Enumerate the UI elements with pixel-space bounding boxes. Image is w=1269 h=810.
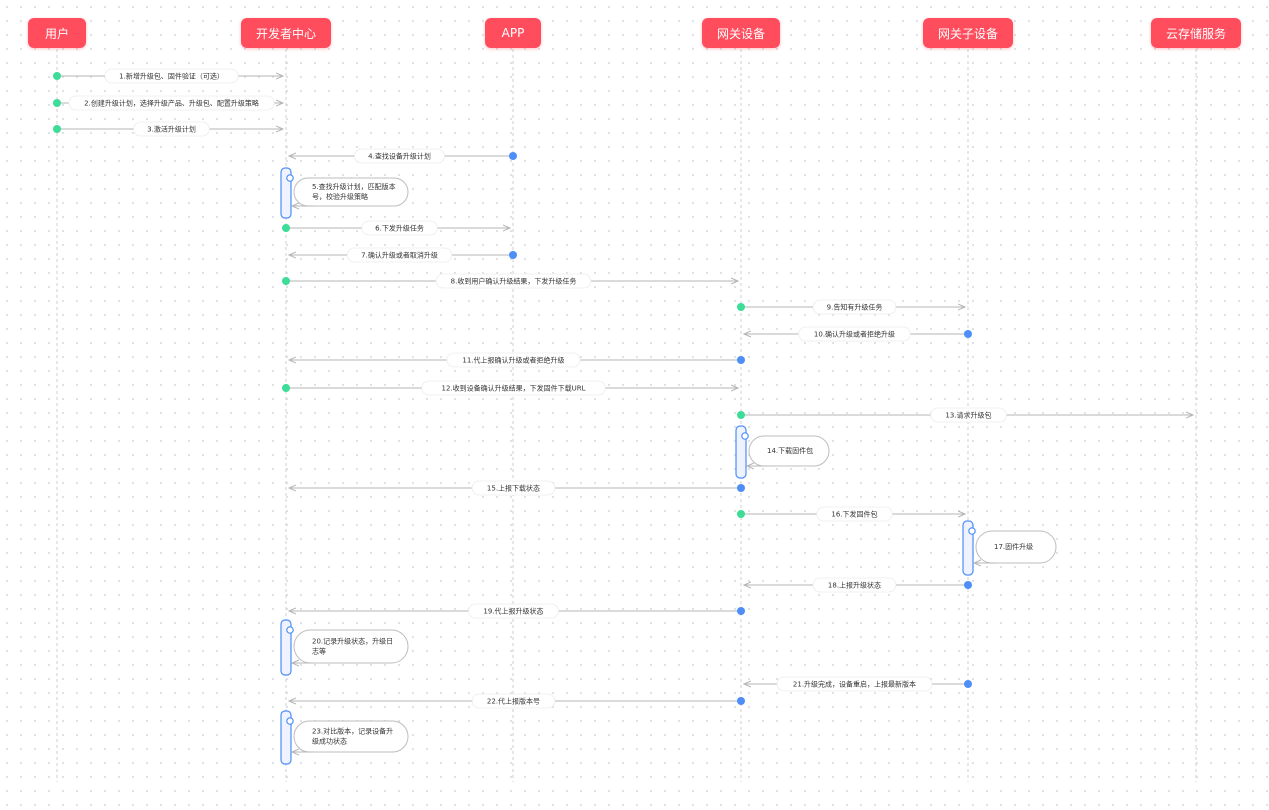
self-message-bubble: [748, 435, 830, 467]
self-message-start: [741, 432, 749, 440]
message-label-pill: 6.下发升级任务: [361, 220, 438, 236]
message-label: 2.创建升级计划，选择升级产品、升级包、配置升级策略: [84, 99, 259, 108]
message-label: 22.代上报版本号: [487, 697, 540, 706]
message-start-dot: [282, 384, 290, 392]
message-label-pill: 19.代上报升级状态: [468, 603, 559, 619]
actor-app: APP: [485, 18, 541, 48]
message-start-dot: [737, 607, 745, 615]
message-label-pill: 4.查找设备升级计划: [354, 148, 445, 164]
message-start-dot: [737, 411, 745, 419]
message-start-dot: [282, 224, 290, 232]
self-message-start: [286, 717, 294, 725]
message-label: 13.请求升级包: [945, 411, 991, 420]
activation-bar: [962, 520, 974, 576]
message-start-dot: [509, 251, 517, 259]
message-label-pill: 1.新增升级包、固件验证（可选）: [104, 68, 239, 84]
actor-developer-center: 开发者中心: [241, 18, 331, 48]
actor-user: 用户: [28, 18, 86, 48]
message-label-pill: 12.收到设备确认升级结果，下发固件下载URL: [421, 380, 606, 396]
message-label: 6.下发升级任务: [375, 224, 424, 233]
message-label-pill: 11.代上报确认升级或者拒绝升级: [446, 352, 581, 368]
message-label-pill: 2.创建升级计划，选择升级产品、升级包、配置升级策略: [68, 95, 275, 111]
message-start-dot: [737, 303, 745, 311]
message-label-pill: 22.代上报版本号: [471, 693, 556, 709]
message-label: 18.上报升级状态: [828, 581, 881, 590]
message-label-pill: 3.激活升级计划: [133, 121, 210, 137]
self-message-bubble: [975, 530, 1057, 564]
message-start-dot: [964, 330, 972, 338]
activation-bar: [280, 619, 292, 676]
message-label: 8.收到用户确认升级结果，下发升级任务: [451, 277, 577, 286]
self-message-start: [286, 626, 294, 634]
message-label: 7.确认升级或者取消升级: [361, 251, 438, 260]
message-start-dot: [282, 277, 290, 285]
message-label-pill: 8.收到用户确认升级结果，下发升级任务: [435, 273, 592, 289]
message-start-dot: [53, 72, 61, 80]
message-start-dot: [53, 125, 61, 133]
message-label-pill: 10.确认升级或者拒绝升级: [798, 326, 911, 342]
self-message-start: [286, 174, 294, 182]
message-label: 19.代上报升级状态: [483, 607, 543, 616]
message-label: 20.记录升级状态，升级日志等: [312, 637, 393, 656]
message-label-pill: 21.升级完成，设备重启，上报最新版本: [776, 676, 933, 692]
message-label: 10.确认升级或者拒绝升级: [814, 330, 895, 339]
message-label-pill: 7.确认升级或者取消升级: [346, 247, 453, 263]
message-start-dot: [964, 680, 972, 688]
message-label-pill: 9.告知有升级任务: [812, 299, 897, 315]
message-label: 4.查找设备升级计划: [368, 152, 431, 161]
message-label: 16.下发固件包: [831, 510, 877, 519]
message-start-dot: [737, 510, 745, 518]
message-label: 3.激活升级计划: [147, 125, 196, 134]
message-label: 21.升级完成，设备重启，上报最新版本: [793, 680, 916, 689]
self-message-bubble: [293, 177, 409, 207]
message-label: 9.告知有升级任务: [827, 303, 883, 312]
message-label: 17.固件升级: [994, 542, 1033, 551]
message-label: 23.对比版本，记录设备升级成功状态: [312, 727, 393, 746]
message-label-pill: 15.上报下载状态: [471, 480, 556, 496]
message-label-pill: 13.请求升级包: [930, 407, 1007, 423]
message-label-pill: 16.下发固件包: [816, 506, 893, 522]
self-message-bubble: [293, 720, 409, 753]
actor-cloud-storage: 云存储服务: [1151, 18, 1241, 48]
message-label: 1.新增升级包、固件验证（可选）: [119, 72, 224, 81]
self-message-bubble: [293, 629, 409, 664]
self-message-start: [968, 527, 976, 535]
actor-gateway-device: 网关设备: [702, 18, 780, 48]
message-label: 14.下载固件包: [767, 446, 813, 455]
message-label: 12.收到设备确认升级结果，下发固件下载URL: [441, 384, 585, 393]
message-start-dot: [509, 152, 517, 160]
message-start-dot: [737, 356, 745, 364]
message-label: 11.代上报确认升级或者拒绝升级: [462, 356, 564, 365]
actor-gateway-subdevice: 网关子设备: [923, 18, 1013, 48]
message-start-dot: [53, 99, 61, 107]
message-label-pill: 18.上报升级状态: [812, 577, 897, 593]
message-start-dot: [737, 697, 745, 705]
message-label: 5.查找升级计划，匹配版本号，校验升级策略: [312, 182, 396, 201]
message-label: 15.上报下载状态: [487, 484, 540, 493]
message-start-dot: [737, 484, 745, 492]
message-start-dot: [964, 581, 972, 589]
